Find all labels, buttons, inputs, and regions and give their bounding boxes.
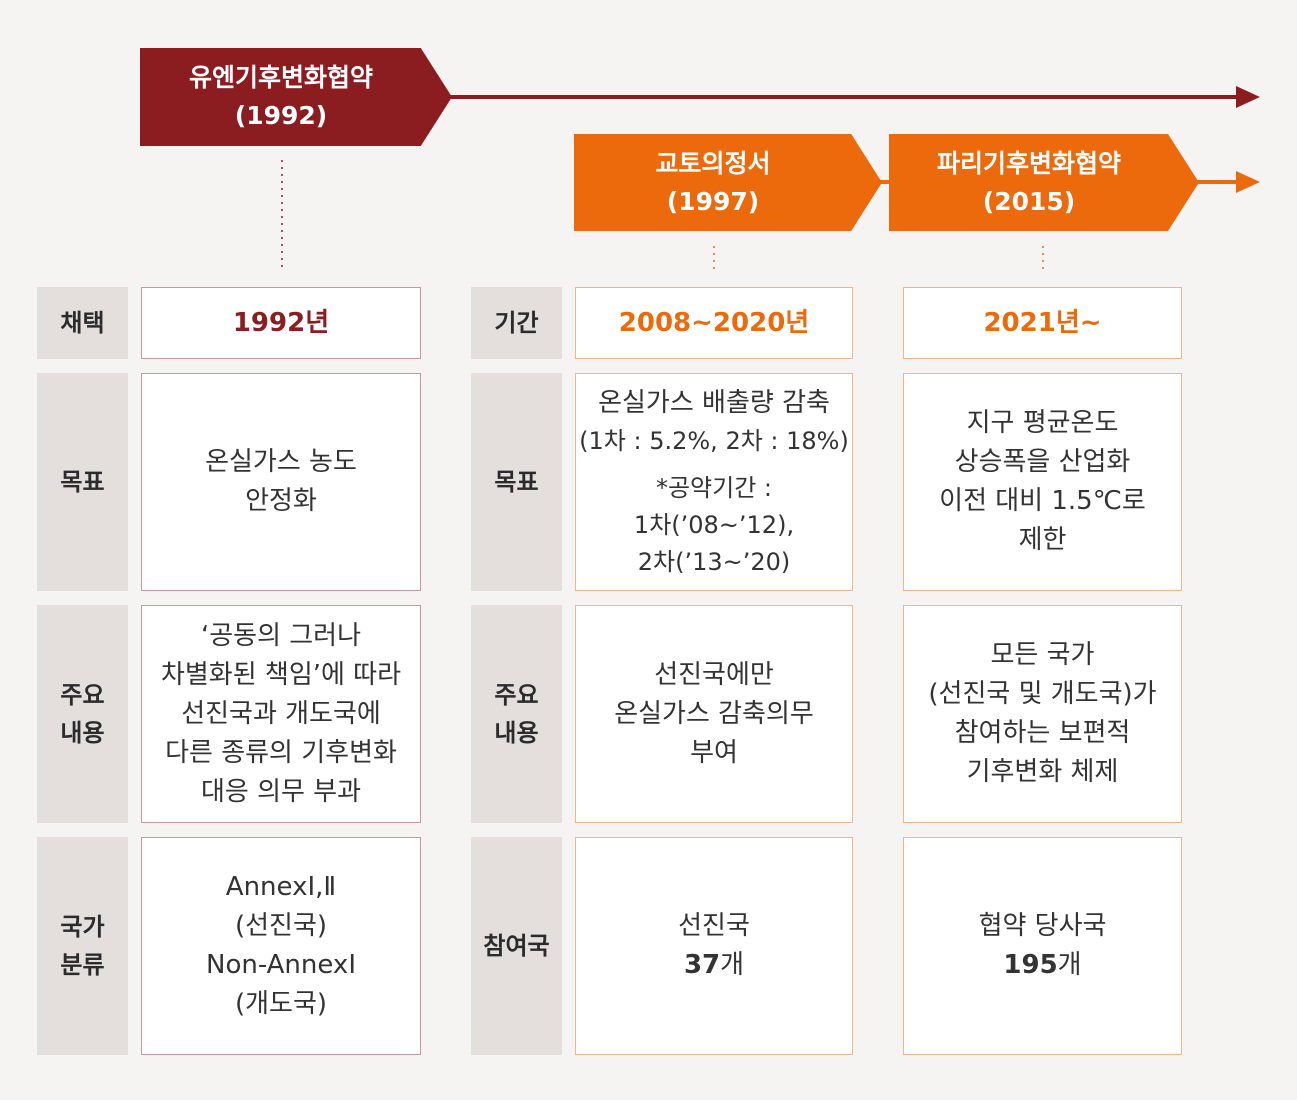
paris-content-line: 참여하는 보편적 [954, 718, 1131, 748]
paris-period: 2021년~ [983, 307, 1102, 338]
unfccc-classification-line: Non-AnnexⅠ [206, 950, 356, 980]
unfccc-goal-line: 안정화 [245, 486, 317, 516]
label-participants-text: 참여국 [483, 932, 550, 960]
kyoto-name: 교토의정서 [655, 148, 771, 178]
label-goal-text: 목표 [60, 468, 105, 496]
unfccc-goal-line: 온실가스 농도 [205, 447, 357, 477]
paris-goal-line: 지구 평균온도 [966, 408, 1119, 438]
unfccc-classification-line: (선진국) [234, 911, 328, 941]
kyoto-period: 2008~2020년 [618, 307, 810, 338]
paris-content-line: 모든 국가 [990, 640, 1095, 670]
label-classification-line: 국가 [60, 913, 105, 941]
unfccc-content-line: 선진국과 개도국에 [181, 698, 381, 729]
kyoto-content-line: 온실가스 감축의무 [614, 698, 814, 729]
label-classification-line: 분류 [60, 951, 105, 979]
kyoto-content-line: 부여 [690, 737, 738, 768]
label-period-text: 기간 [494, 309, 539, 337]
paris-content-line: 기후변화 체제 [966, 757, 1119, 787]
paris-content-cell: 모든 국가 (선진국 및 개도국)가 참여하는 보편적 기후변화 체제 [903, 605, 1182, 823]
timeline-graphic [281, 86, 1260, 272]
paris-goal-cell: 지구 평균온도 상승폭을 산업화 이전 대비 1.5℃로 제한 [903, 373, 1182, 591]
label-adoption-text: 채택 [60, 309, 105, 337]
unfccc-content-line: ‘공동의 그러나 [200, 620, 362, 651]
paris-participants-count: 195 [1003, 950, 1058, 980]
paris-period-cell: 2021년~ [903, 287, 1182, 359]
label-content-line: 내용 [60, 719, 105, 747]
unfccc-year: (1992) [234, 101, 328, 130]
paris-arrowhead [1236, 171, 1260, 193]
label-participants: 참여국 [471, 837, 562, 1055]
kyoto-goal-note-line: *공약기간 : [655, 473, 773, 502]
unfccc-banner: 유엔기후변화협약 (1992) [140, 48, 452, 146]
label-adoption: 채택 [37, 287, 128, 359]
paris-year: (2015) [982, 186, 1076, 216]
paris-participants-count-line: 195개 [1003, 946, 1081, 985]
label-content: 주요 내용 [37, 605, 128, 823]
label-goal: 목표 [37, 373, 128, 591]
unfccc-classification-cell: AnnexⅠ,Ⅱ (선진국) Non-AnnexⅠ (개도국) [141, 837, 421, 1055]
unfccc-adoption-year: 1992년 [232, 307, 330, 338]
label-content-2-line: 내용 [494, 719, 539, 747]
paris-participants-unit: 개 [1057, 950, 1082, 980]
unfccc-content-line: 다른 종류의 기후변화 [165, 737, 397, 768]
kyoto-period-cell: 2008~2020년 [575, 287, 853, 359]
paris-participants-label: 협약 당사국 [978, 911, 1107, 941]
label-content-2: 주요 내용 [471, 605, 562, 823]
kyoto-goal-note-line: 2차(’13~’20) [637, 547, 791, 576]
unfccc-goal-cell: 온실가스 농도 안정화 [141, 373, 421, 591]
unfccc-classification-line: AnnexⅠ,Ⅱ [225, 872, 337, 902]
paris-participants-cell: 협약 당사국 195개 [903, 837, 1182, 1055]
paris-name: 파리기후변화협약 [936, 148, 1121, 178]
unfccc-content-cell: ‘공동의 그러나 차별화된 책임’에 따라 선진국과 개도국에 다른 종류의 기… [141, 605, 421, 823]
kyoto-goal-line: 온실가스 배출량 감축 [598, 387, 830, 418]
paris-goal-line: 제한 [1018, 525, 1067, 555]
label-classification: 국가 분류 [37, 837, 128, 1055]
kyoto-content-line: 선진국에만 [654, 659, 774, 690]
kyoto-goal-line: (1차 : 5.2%, 2차 : 18%) [579, 426, 849, 455]
kyoto-goal-note-line: 1차(’08~’12), [633, 510, 795, 539]
unfccc-adoption-cell: 1992년 [141, 287, 421, 359]
kyoto-participants-cell: 선진국 37개 [575, 837, 853, 1055]
unfccc-content-line: 차별화된 책임’에 따라 [160, 659, 402, 690]
kyoto-content-cell: 선진국에만 온실가스 감축의무 부여 [575, 605, 853, 823]
kyoto-banner: 교토의정서 (1997) [574, 134, 882, 231]
unfccc-arrowhead [1236, 86, 1260, 108]
paris-banner: 파리기후변화협약 (2015) [889, 134, 1199, 231]
kyoto-goal-cell: 온실가스 배출량 감축 (1차 : 5.2%, 2차 : 18%) *공약기간 … [575, 373, 853, 591]
kyoto-participants-count: 37 [683, 950, 721, 980]
label-period: 기간 [471, 287, 562, 359]
label-goal-2-text: 목표 [494, 468, 539, 496]
paris-content-line: (선진국 및 개도국)가 [928, 679, 1157, 709]
paris-goal-line: 이전 대비 1.5℃로 [939, 486, 1146, 516]
kyoto-participants-unit: 개 [720, 950, 745, 980]
unfccc-classification-line: (개도국) [234, 989, 328, 1019]
kyoto-year: (1997) [666, 186, 760, 216]
label-content-2-line: 주요 [494, 681, 539, 709]
label-content-line: 주요 [60, 681, 105, 709]
unfccc-content-line: 대응 의무 부과 [200, 776, 362, 807]
kyoto-participants-count-line: 37개 [684, 946, 744, 985]
unfccc-name: 유엔기후변화협약 [188, 63, 373, 92]
kyoto-participants-label: 선진국 [678, 911, 750, 941]
label-goal-2: 목표 [471, 373, 562, 591]
paris-goal-line: 상승폭을 산업화 [954, 447, 1131, 477]
